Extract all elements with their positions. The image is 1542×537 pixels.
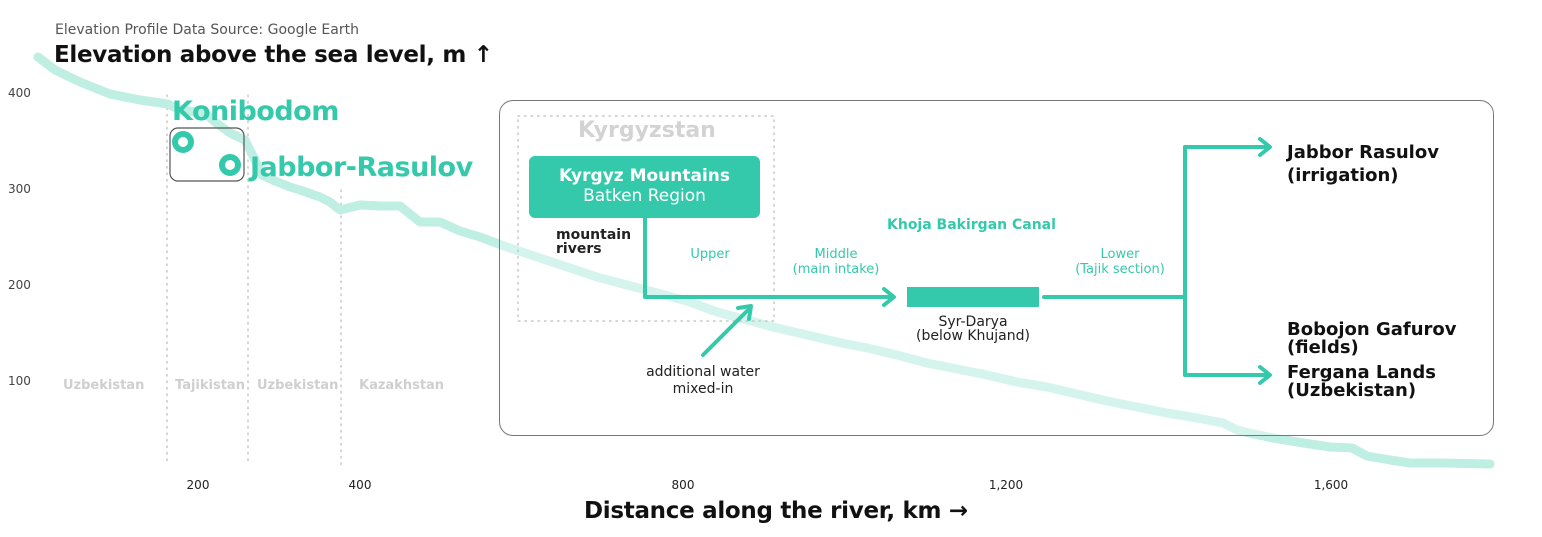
mountains-subtitle: Batken Region — [583, 186, 706, 206]
kyrgyzstan-label: Kyrgyzstan — [578, 118, 716, 143]
kyrgyzstan-region — [517, 115, 775, 322]
x-tick-1200: 1,200 — [988, 478, 1024, 492]
canal-name: Khoja Bakirgan Canal — [887, 217, 1056, 233]
additional-water-label: additional water mixed-in — [646, 364, 760, 397]
syr-darya-label: Syr-Darya (below Khujand) — [916, 314, 1030, 344]
data-source-note: Elevation Profile Data Source: Google Ea… — [55, 22, 359, 38]
y-tick-100: 100 — [8, 374, 31, 388]
x-axis-title: Distance along the river, km → — [584, 498, 968, 524]
x-tick-1600: 1,600 — [1313, 478, 1349, 492]
towns-highlight-box — [169, 127, 245, 182]
elevation-profile-line — [33, 52, 1495, 469]
kyrgyz-mountains-box: Kyrgyz Mountains Batken Region — [529, 156, 760, 218]
canal-diagram-panel — [499, 100, 1494, 436]
x-tick-400: 400 — [348, 478, 372, 492]
section-upper-label: Upper — [690, 247, 730, 262]
destination-bobojon-gafurov: Bobojon Gafurov (fields) — [1287, 319, 1457, 358]
section-lower-label: Lower (Tajik section) — [1075, 247, 1165, 277]
konibodom-marker — [172, 131, 194, 153]
country-label-tajikistan: Tajikistan — [175, 378, 245, 393]
country-label-kazakhstan: Kazakhstan — [359, 378, 445, 393]
town-label-jabbor-rasulov: Jabbor-Rasulov — [250, 152, 473, 183]
y-tick-400: 400 — [8, 86, 31, 100]
section-middle-label: Middle (main intake) — [792, 247, 880, 277]
flow-lines — [643, 137, 1272, 385]
jabbor-rasulov-marker — [219, 154, 241, 176]
town-label-konibodom: Konibodom — [172, 96, 339, 127]
y-tick-200: 200 — [8, 278, 31, 292]
country-label-uzbekistan-1: Uzbekistan — [63, 378, 145, 393]
country-label-uzbekistan-2: Uzbekistan — [257, 378, 339, 393]
y-axis-title: Elevation above the sea level, m ↑ — [54, 42, 493, 68]
syr-darya-bar — [907, 287, 1039, 307]
x-tick-200: 200 — [186, 478, 210, 492]
mountains-title: Kyrgyz Mountains — [558, 166, 731, 186]
country-dividers — [166, 94, 342, 466]
destination-fergana-lands: Fergana Lands (Uzbekistan) — [1287, 362, 1436, 401]
destination-jabbor-rasulov: Jabbor Rasulov (irrigation) — [1287, 142, 1439, 186]
x-tick-800: 800 — [671, 478, 695, 492]
mountain-rivers-label: mountain rivers — [556, 227, 632, 257]
y-tick-300: 300 — [8, 182, 31, 196]
